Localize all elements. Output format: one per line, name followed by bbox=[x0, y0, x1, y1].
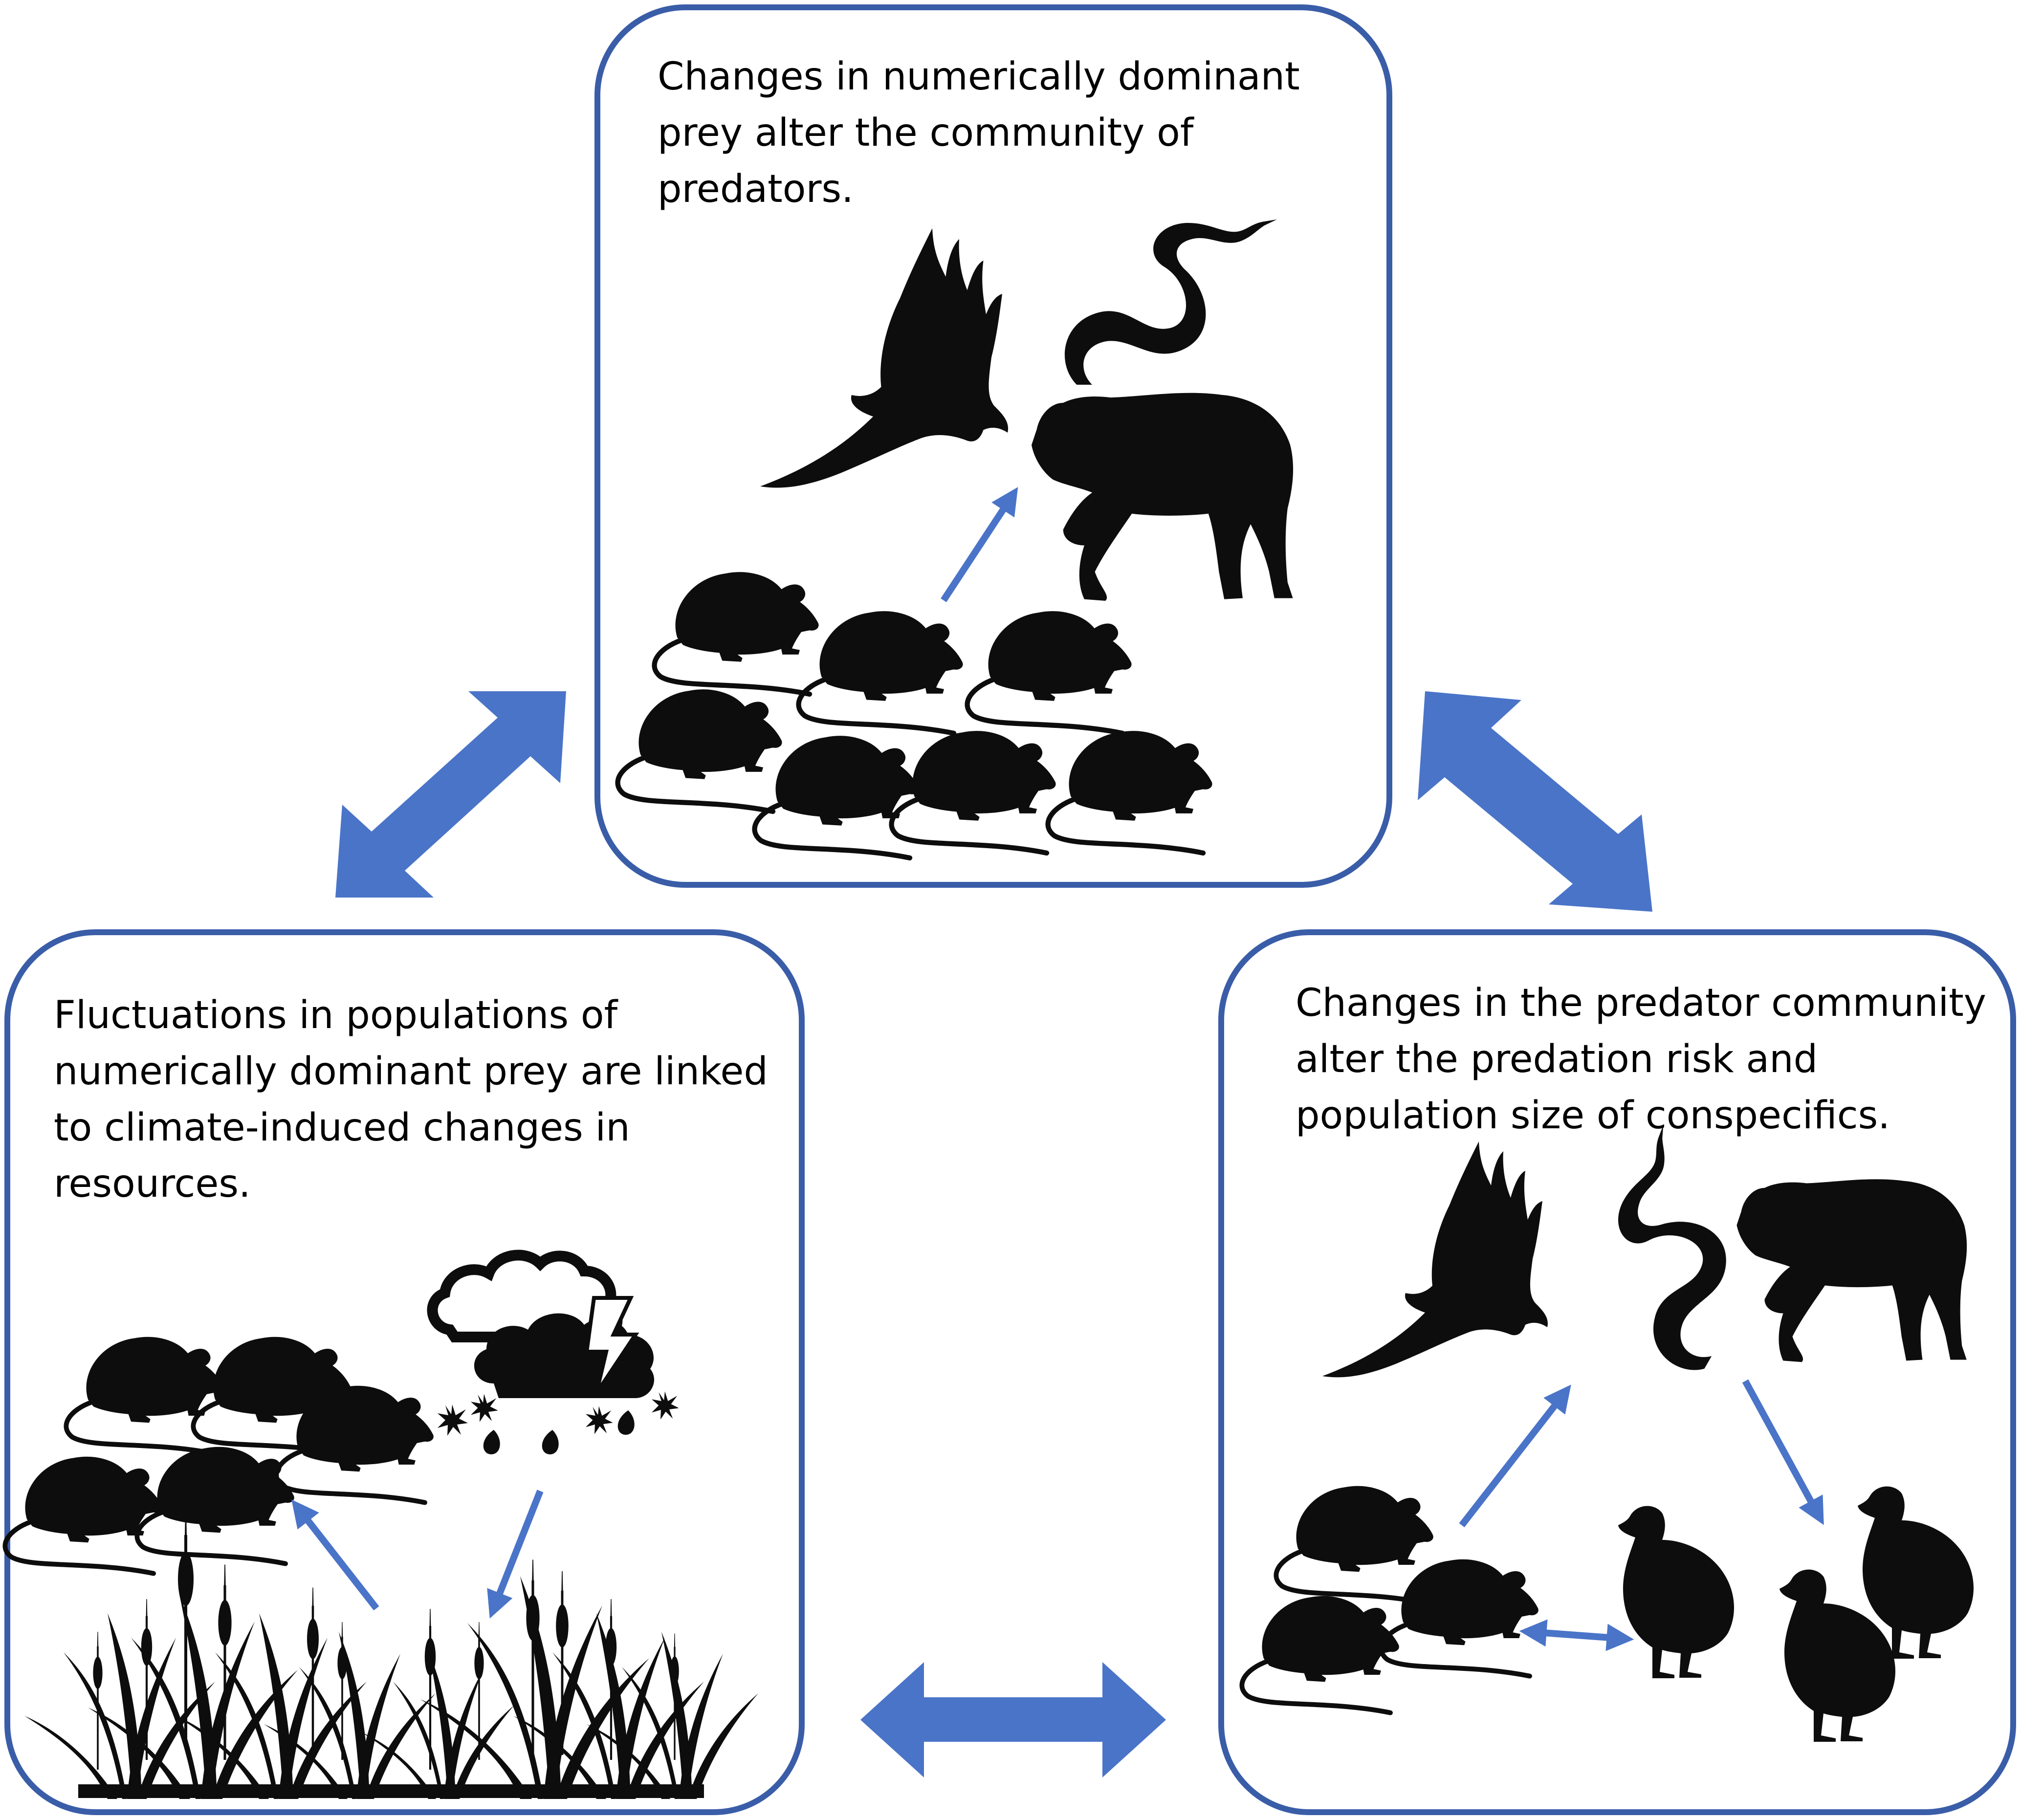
double-arrow-bottom bbox=[860, 1662, 1166, 1777]
double-arrow-top-right bbox=[1418, 691, 1652, 912]
box-top-caption: Changes in numerically dominant prey alt… bbox=[658, 55, 1300, 211]
arrow-prey-quail-interaction bbox=[1519, 1619, 1634, 1651]
storm-cloud-icon bbox=[427, 1250, 679, 1454]
arrow-predators-to-quail bbox=[1742, 1379, 1824, 1525]
box-right-caption: Changes in the predator community alter … bbox=[1296, 981, 1986, 1138]
box-left-caption: Fluctuations in populations of numerical… bbox=[54, 993, 768, 1206]
arrow-climate-to-resources bbox=[487, 1490, 544, 1619]
double-arrow-top-left bbox=[335, 691, 566, 898]
arrow-prey-to-predators bbox=[941, 487, 1018, 602]
box-left-frame bbox=[4, 929, 805, 1815]
arrow-prey-to-predator-community bbox=[1459, 1384, 1571, 1528]
cattail-grass-icon bbox=[24, 1511, 758, 1799]
arrow-resources-to-prey bbox=[291, 1499, 379, 1611]
